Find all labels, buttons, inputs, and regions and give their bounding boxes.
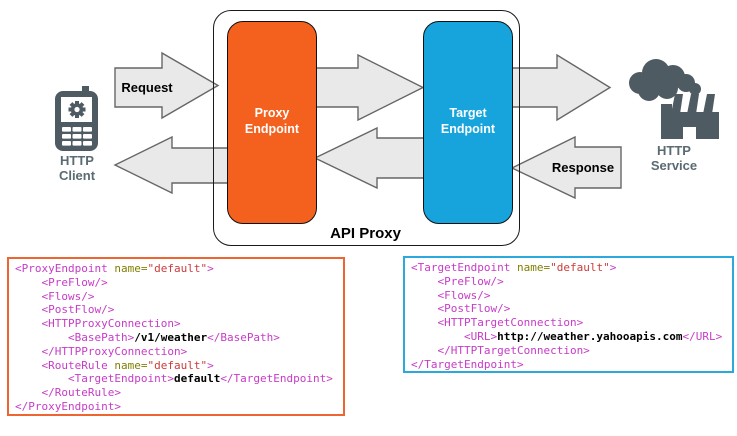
code-line: </TargetEndpoint>: [411, 357, 524, 371]
request-arrow: [114, 51, 220, 120]
smoke-cloud-icon: [629, 59, 701, 101]
target-endpoint-label: Target Endpoint: [440, 105, 496, 136]
code-line: <PreFlow/>: [411, 274, 504, 288]
http-service-label: HTTP Service: [650, 143, 698, 173]
response-arrow: [510, 135, 622, 200]
code-line: </HTTPProxyConnection>: [15, 344, 188, 358]
target-endpoint-box: Target Endpoint: [423, 21, 513, 224]
factory-building: [661, 94, 719, 139]
gear-icon: [68, 101, 86, 118]
keypad: [62, 127, 92, 146]
api-proxy-title: API Proxy: [330, 225, 401, 242]
http-client-label: HTTP Client: [58, 153, 96, 183]
code-line: <TargetEndpoint name="default">: [411, 261, 617, 274]
mobile-phone-icon: [55, 86, 98, 151]
code-line: </ProxyEndpoint>: [15, 399, 121, 413]
code-line: </RouteRule>: [15, 386, 121, 400]
target-endpoint-code-block: <TargetEndpoint name="default"> <PreFlow…: [403, 256, 734, 373]
code-line: <HTTPProxyConnection>: [15, 317, 181, 331]
proxy-endpoint-label: Proxy Endpoint: [244, 105, 300, 136]
proxy-endpoint-box: Proxy Endpoint: [227, 21, 317, 224]
api-proxy-container: [213, 10, 520, 246]
factory-icon: [629, 59, 719, 139]
proxy-to-target-arrow: [314, 53, 425, 122]
code-line: <RouteRule name="default">: [15, 358, 214, 372]
code-line: <Flows/>: [411, 288, 491, 302]
code-line: <TargetEndpoint>default</TargetEndpoint>: [15, 372, 333, 386]
code-line: <PreFlow/>: [15, 275, 108, 289]
code-line: <HTTPTargetConnection>: [411, 316, 584, 330]
code-line: <PostFlow/>: [15, 303, 115, 317]
request-label: Request: [121, 80, 173, 95]
code-line: </HTTPTargetConnection>: [411, 343, 590, 357]
code-line: <URL>http://weather.yahooapis.com</URL>: [411, 329, 723, 343]
target-to-service-arrow: [511, 53, 612, 122]
response-label: Response: [551, 160, 615, 175]
proxy-endpoint-code-block: <ProxyEndpoint name="default"> <PreFlow/…: [7, 257, 345, 416]
code-line: <Flows/>: [15, 289, 95, 303]
code-line: <PostFlow/>: [411, 302, 511, 316]
code-line: <ProxyEndpoint name="default">: [15, 262, 214, 275]
code-line: <BasePath>/v1/weather</BasePath>: [15, 330, 280, 344]
